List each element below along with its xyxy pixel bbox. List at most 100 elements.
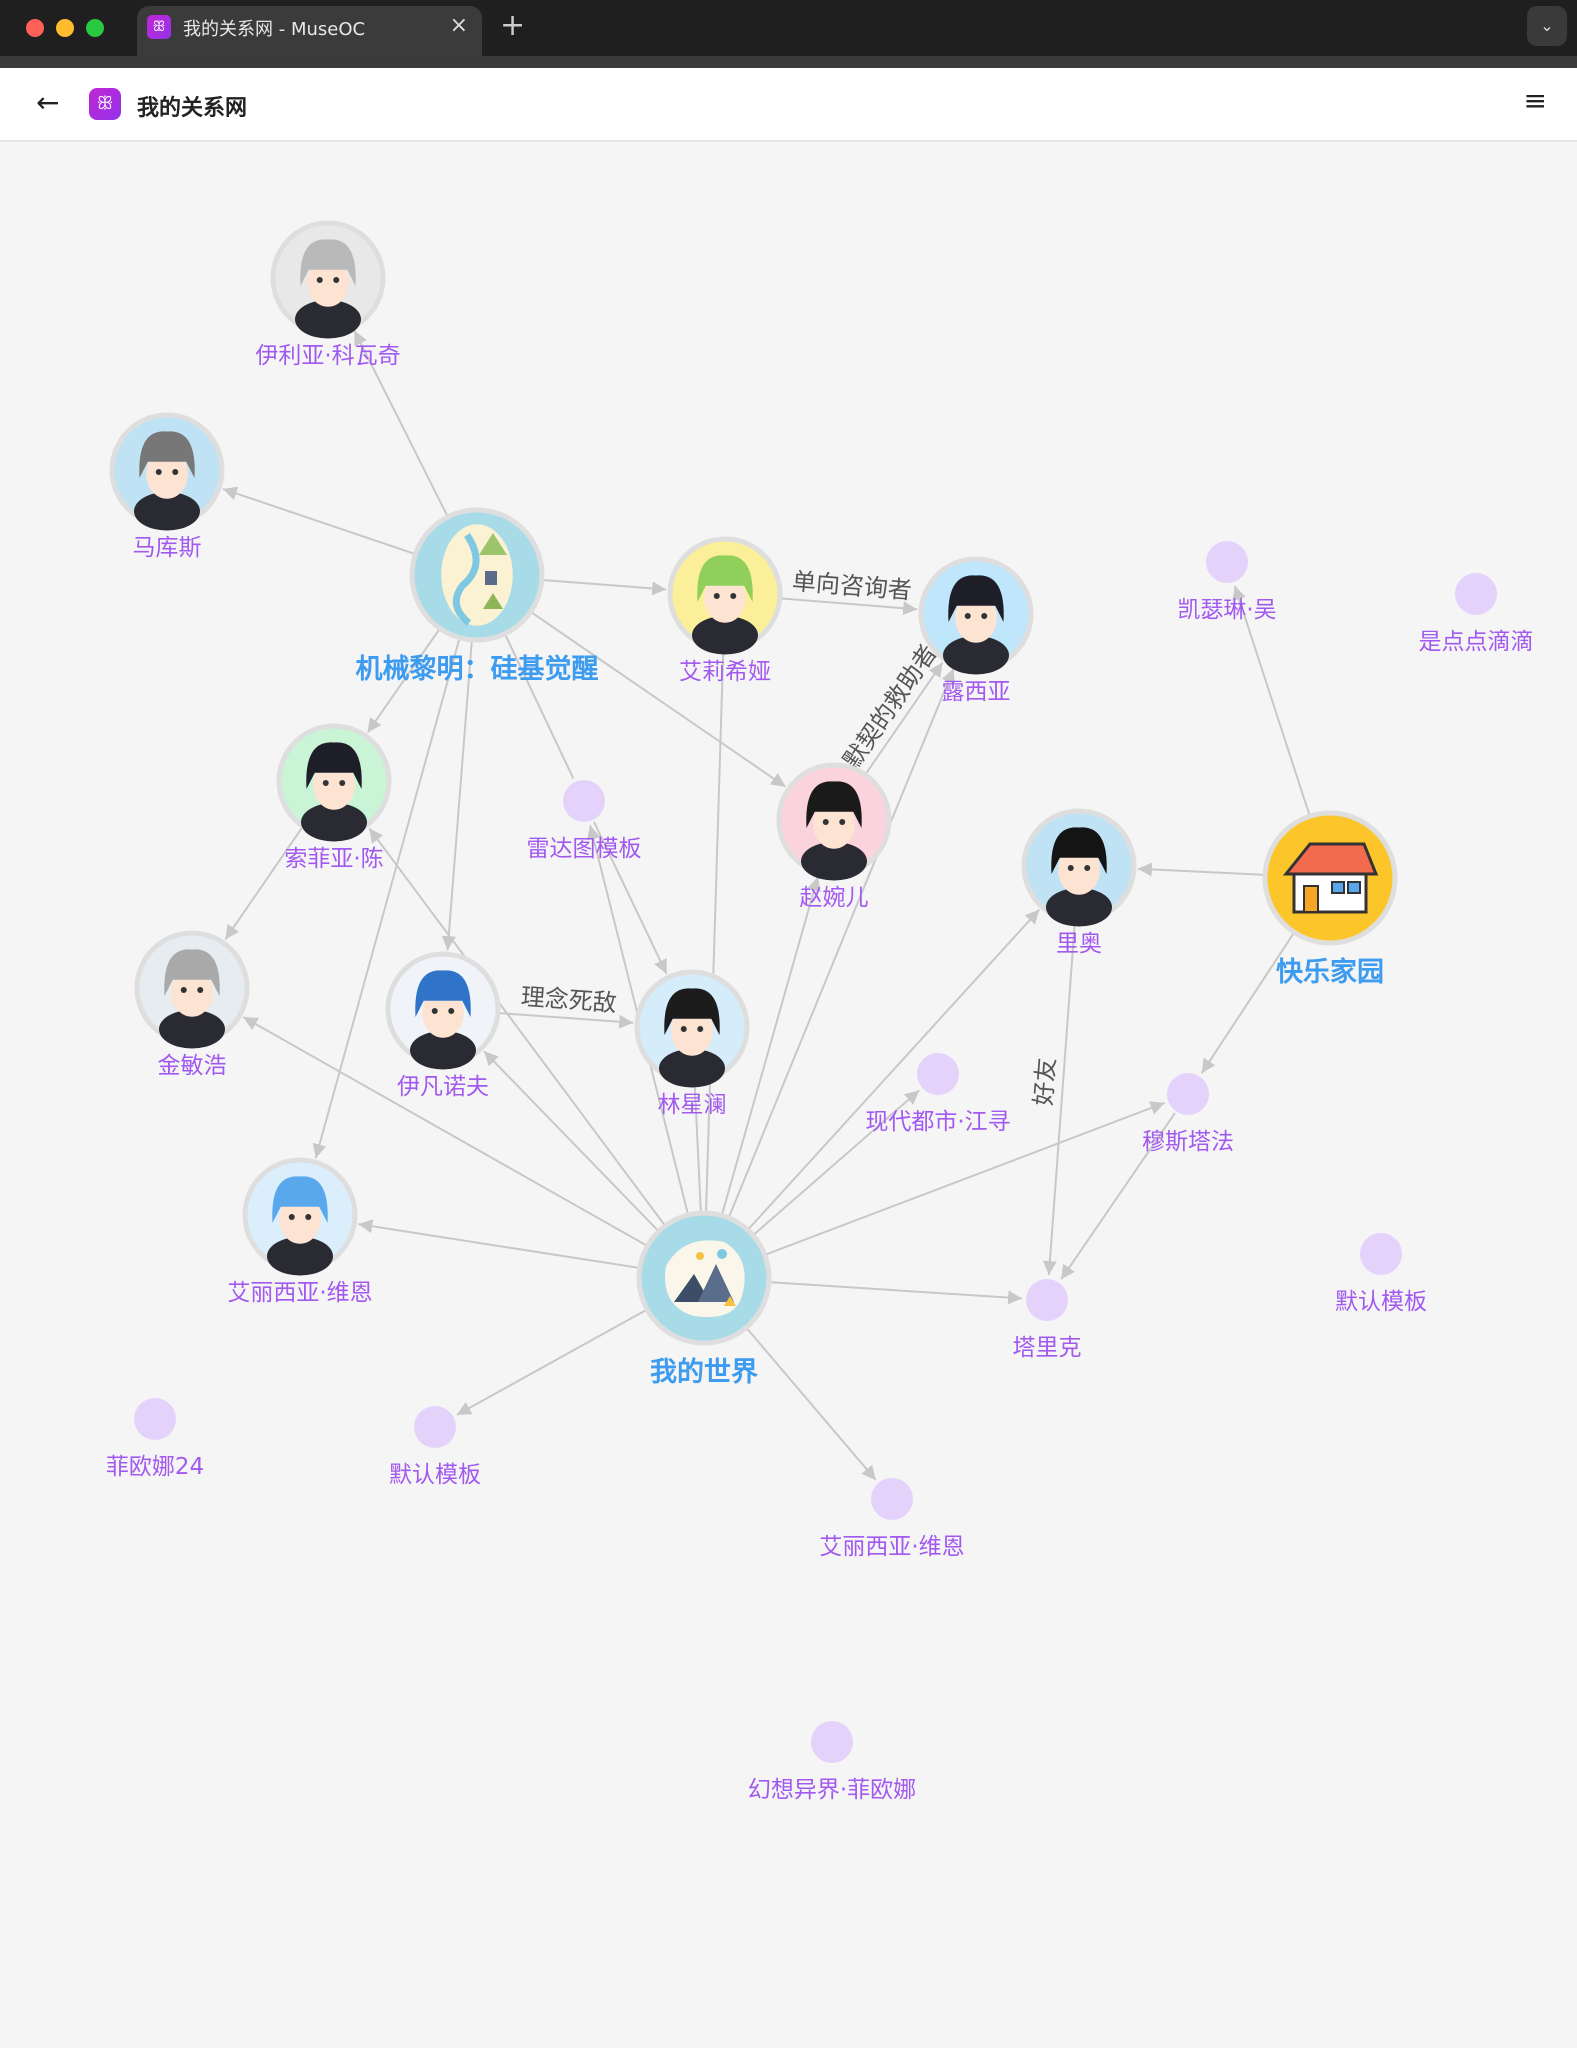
character-avatar-icon[interactable] [385, 951, 501, 1070]
node-ivanov[interactable]: 伊凡诺夫 [385, 951, 501, 1100]
edge-myworld-linxinglan [693, 1085, 702, 1212]
node-label[interactable]: 艾丽西亚·维恩 [819, 1534, 964, 1560]
edge-myworld-leo [748, 908, 1041, 1230]
edge-radar-linxinglan [593, 821, 668, 975]
maximize-window-button[interactable] [86, 19, 104, 37]
node-label[interactable]: 默认模板 [1335, 1289, 1427, 1315]
node-label[interactable]: 赵婉儿 [800, 885, 869, 911]
tab-list-dropdown[interactable]: ⌄ [1527, 6, 1567, 46]
node-label[interactable]: 机械黎明：硅基觉醒 [356, 654, 599, 685]
node-alicia_d[interactable]: 艾丽西亚·维恩 [819, 1478, 965, 1560]
node-home[interactable]: 快乐家园 [1262, 810, 1398, 988]
house-world-icon[interactable] [1262, 810, 1398, 946]
node-marcus[interactable]: 马库斯 [109, 412, 225, 561]
placeholder-node-icon[interactable] [134, 1398, 176, 1440]
node-label[interactable]: 索菲亚·陈 [284, 846, 383, 872]
node-label[interactable]: 伊凡诺夫 [397, 1074, 489, 1100]
node-fantasy[interactable]: 幻想异界·菲欧娜 [748, 1721, 916, 1803]
node-label[interactable]: 露西亚 [942, 679, 1011, 705]
edge-leo-tarik [1042, 922, 1076, 1276]
node-label[interactable]: 幻想异界·菲欧娜 [748, 1777, 916, 1803]
edge-mech-marcus [222, 486, 414, 555]
character-avatar-icon[interactable] [134, 930, 250, 1049]
node-label[interactable]: 里奥 [1056, 931, 1102, 957]
node-label[interactable]: 雷达图模板 [527, 836, 642, 862]
character-avatar-icon[interactable] [1021, 808, 1137, 927]
placeholder-node-icon[interactable] [1167, 1073, 1209, 1115]
node-label[interactable]: 快乐家园 [1276, 956, 1384, 988]
edge-mech-sofia [366, 629, 440, 734]
placeholder-node-icon[interactable] [917, 1053, 959, 1095]
character-avatar-icon[interactable] [109, 412, 225, 531]
placeholder-node-icon[interactable] [1026, 1279, 1068, 1321]
placeholder-node-icon[interactable] [1360, 1233, 1402, 1275]
back-arrow-icon[interactable]: ← [36, 86, 60, 119]
node-jinminhao[interactable]: 金敏浩 [134, 930, 250, 1079]
node-label[interactable]: 林星澜 [658, 1092, 727, 1118]
node-ilya[interactable]: 伊利亚·科瓦奇 [255, 220, 401, 369]
edge-label: 好友 [1029, 1057, 1060, 1107]
node-label[interactable]: 艾丽西亚·维恩 [227, 1280, 372, 1306]
node-zhaowaner[interactable]: 赵婉儿 [776, 762, 892, 911]
node-label[interactable]: 穆斯塔法 [1142, 1129, 1234, 1155]
node-label[interactable]: 艾莉希娅 [679, 659, 771, 685]
node-luxiya[interactable]: 露西亚 [918, 556, 1034, 705]
world-map-icon[interactable] [409, 507, 545, 643]
character-avatar-icon[interactable] [270, 220, 386, 339]
node-label[interactable]: 默认模板 [389, 1462, 481, 1488]
character-avatar-icon[interactable] [276, 723, 392, 842]
placeholder-node-icon[interactable] [1206, 541, 1248, 583]
edge-zhaowaner-luxiya [865, 662, 944, 774]
node-default_r[interactable]: 默认模板 [1335, 1233, 1427, 1315]
minimize-window-button[interactable] [56, 19, 74, 37]
node-leo[interactable]: 里奥 [1021, 808, 1137, 957]
edge-mech-radar [504, 635, 575, 779]
node-myworld[interactable]: 我的世界 [636, 1210, 772, 1388]
edge-label: 单向咨询者 [791, 567, 913, 604]
placeholder-node-icon[interactable] [811, 1721, 853, 1763]
node-label[interactable]: 伊利亚·科瓦奇 [255, 343, 400, 369]
node-alicia_a[interactable]: 艾丽西亚·维恩 [227, 1157, 373, 1306]
edge-mech-zhaowaner [531, 612, 786, 788]
placeholder-node-icon[interactable] [414, 1406, 456, 1448]
node-label[interactable]: 马库斯 [133, 535, 202, 561]
edge-myworld-ailixiya [705, 652, 725, 1212]
node-diandian[interactable]: 是点点滴滴 [1419, 573, 1534, 655]
node-label[interactable]: 塔里克 [1013, 1335, 1082, 1361]
placeholder-node-icon[interactable] [563, 780, 605, 822]
node-mech[interactable]: 机械黎明：硅基觉醒 [356, 507, 599, 685]
close-window-button[interactable] [26, 19, 44, 37]
edge-myworld-jinminhao [242, 1016, 647, 1246]
node-fiona24[interactable]: 菲欧娜24 [106, 1398, 204, 1480]
placeholder-node-icon[interactable] [871, 1478, 913, 1520]
world-mountain-icon[interactable] [636, 1210, 772, 1346]
node-label[interactable]: 凯瑟琳·吴 [1177, 597, 1276, 623]
browser-tab[interactable]: ꕥ 我的关系网 - MuseOC × [137, 6, 482, 56]
node-tarik[interactable]: 塔里克 [1013, 1279, 1082, 1361]
node-radar[interactable]: 雷达图模板 [527, 780, 642, 862]
character-avatar-icon[interactable] [242, 1157, 358, 1276]
tab-close-icon[interactable]: × [449, 13, 468, 38]
edge-mech-ivanov [441, 641, 473, 951]
node-label[interactable]: 金敏浩 [158, 1053, 227, 1079]
node-label[interactable]: 我的世界 [650, 1356, 758, 1388]
character-avatar-icon[interactable] [667, 536, 783, 655]
hamburger-menu-icon[interactable]: ≡ [1523, 84, 1547, 117]
character-avatar-icon[interactable] [776, 762, 892, 881]
node-jiangxun[interactable]: 现代都市·江寻 [865, 1053, 1011, 1135]
new-tab-button[interactable]: + [500, 8, 526, 43]
character-avatar-icon[interactable] [634, 969, 750, 1088]
node-default_l[interactable]: 默认模板 [389, 1406, 481, 1488]
character-avatar-icon[interactable] [918, 556, 1034, 675]
node-label[interactable]: 现代都市·江寻 [865, 1109, 1010, 1135]
node-linxinglan[interactable]: 林星澜 [634, 969, 750, 1118]
node-label[interactable]: 是点点滴滴 [1419, 629, 1534, 655]
node-ailixiya[interactable]: 艾莉希娅 [667, 536, 783, 685]
placeholder-node-icon[interactable] [1455, 573, 1497, 615]
node-kaiselin[interactable]: 凯瑟琳·吴 [1177, 541, 1277, 623]
node-label[interactable]: 菲欧娜24 [106, 1454, 204, 1480]
node-sofia[interactable]: 索菲亚·陈 [276, 723, 392, 872]
node-mustafa[interactable]: 穆斯塔法 [1142, 1073, 1234, 1155]
